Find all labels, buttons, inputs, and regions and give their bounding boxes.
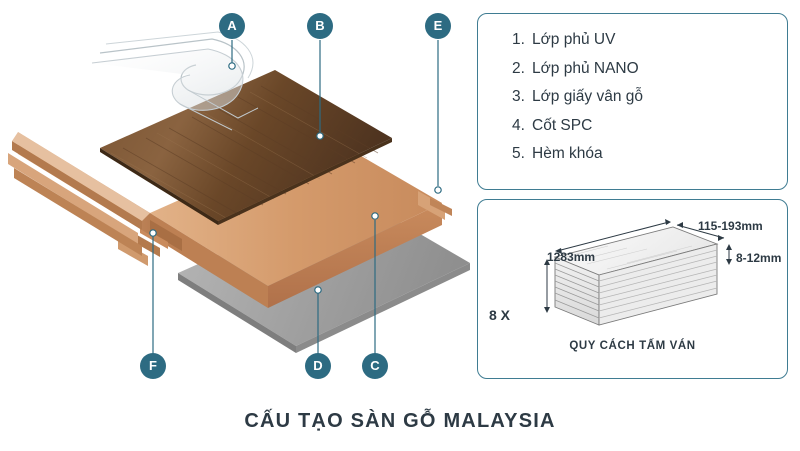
legend-item-4-label: Cốt SPC — [532, 116, 593, 134]
legend-item-4: 4. Cốt SPC — [512, 116, 787, 134]
callout-a[interactable]: A — [219, 13, 245, 39]
callout-leader-lines — [149, 40, 442, 366]
legend-item-3-number: 3. — [512, 88, 525, 105]
spec-count-label: 8 X — [489, 307, 511, 323]
legend-panel: 1. Lớp phủ UV 2. Lớp phủ NANO 3. Lớp giấy v… — [477, 13, 788, 190]
callout-e[interactable]: E — [425, 13, 451, 39]
dimension-lines — [544, 219, 732, 313]
legend-item-1-number: 1. — [512, 31, 525, 48]
legend-item-3-label: Lớp giấy vân gỗ — [532, 88, 643, 105]
legend-list: 1. Lớp phủ UV 2. Lớp phủ NANO 3. Lớp giấy v… — [478, 14, 787, 162]
flooring-exploded-illustration — [8, 31, 470, 353]
layer-wood-decor — [100, 70, 392, 225]
legend-item-3: 3. Lớp giấy vân gỗ — [512, 89, 787, 105]
legend-item-4-number: 4. — [512, 116, 525, 134]
plank-stack — [553, 226, 719, 326]
legend-item-5: 5. Hèm khóa — [512, 146, 787, 162]
legend-item-5-number: 5. — [512, 145, 525, 162]
legend-item-5-label: Hèm khóa — [532, 145, 603, 162]
page-title: CẤU TẠO SÀN GỖ MALAYSIA — [244, 410, 556, 432]
legend-item-2: 2. Lớp phủ NANO — [512, 59, 787, 77]
plank-stack-illustration — [544, 219, 732, 326]
callout-f[interactable]: F — [140, 353, 166, 379]
spec-width-label: 115-193mm — [698, 219, 763, 233]
layer-core-spc — [118, 135, 452, 308]
legend-item-2-number: 2. — [512, 59, 525, 77]
legend-item-1: 1. Lớp phủ UV — [512, 32, 787, 48]
callout-d[interactable]: D — [305, 353, 331, 379]
spec-caption: QUY CÁCH TẤM VÁN — [569, 340, 696, 352]
layer-uv-nano-film — [91, 31, 259, 131]
legend-item-1-label: Lớp phủ UV — [532, 31, 616, 48]
callout-b[interactable]: B — [307, 13, 333, 39]
callout-c[interactable]: C — [362, 353, 388, 379]
spec-thickness-label: 8-12mm — [736, 251, 782, 265]
layer-lock-profile — [8, 132, 150, 256]
legend-item-2-label: Lớp phủ NANO — [532, 59, 639, 77]
spec-length-label: 1283mm — [547, 250, 596, 264]
